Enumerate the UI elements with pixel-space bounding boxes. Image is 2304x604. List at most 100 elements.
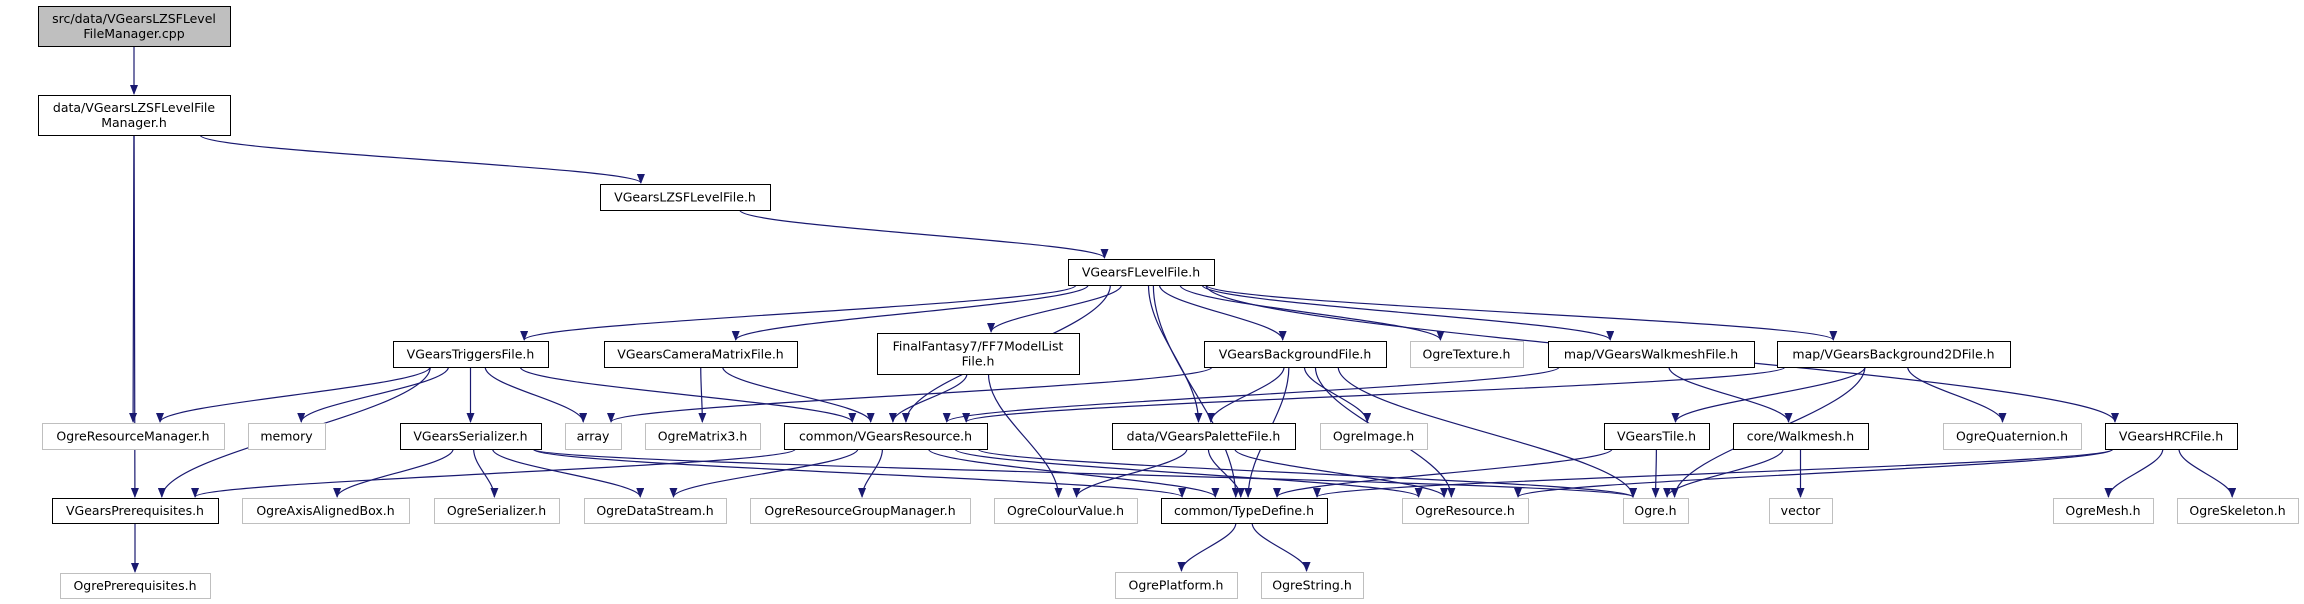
node-box xyxy=(248,423,326,450)
node-box xyxy=(2177,498,2299,524)
edge-vgearsbackgroundfile-h-to-ogre-h xyxy=(1337,366,1637,498)
node-core-walkmesh-h[interactable]: core/Walkmesh.h xyxy=(1733,423,1869,450)
node-box[interactable] xyxy=(604,341,798,368)
node-vgearslzsflevelfile-h[interactable]: VGearsLZSFLevelFile.h xyxy=(600,184,771,211)
edge-vgearstriggersfile-h-to-common-vgearsresource-h xyxy=(519,366,857,423)
edge-vgearshrcfile-h-to-ogreskeleton-h xyxy=(2178,448,2237,498)
node-vgearsflevelfile-h[interactable]: VGearsFLevelFile.h xyxy=(1068,259,1215,286)
edge-vgearsflevelfile-h-to-vgearstriggersfile-h xyxy=(520,284,1077,341)
node-box[interactable] xyxy=(600,184,771,211)
node-ogreprerequisites-h: OgrePrerequisites.h xyxy=(60,573,211,599)
node-box[interactable] xyxy=(400,423,542,450)
node-common-typedefine-h[interactable]: common/TypeDefine.h xyxy=(1161,498,1328,524)
node-vgearstile-h[interactable]: VGearsTile.h xyxy=(1604,423,1710,450)
node-ogreresource-h: OgreResource.h xyxy=(1402,498,1529,524)
edge-map-vgearswalkmeshfile-h-to-core-walkmesh-h xyxy=(1668,366,1793,423)
node-box[interactable] xyxy=(1068,259,1215,286)
node-label: data/VGearsLZSFLevelFile xyxy=(53,100,215,115)
edge-vgearsbackgroundfile-h-to-data-vgearspalettefile-h xyxy=(1206,366,1285,423)
node-label: OgreResourceGroupManager.h xyxy=(764,503,955,518)
node-label: OgreSerializer.h xyxy=(447,503,546,518)
node-box xyxy=(645,423,761,450)
node-memory: memory xyxy=(248,423,326,450)
node-box[interactable] xyxy=(1777,341,2011,368)
node-vgearshrcfile-h[interactable]: VGearsHRCFile.h xyxy=(2105,423,2238,450)
node-label: src/data/VGearsLZSFLevel xyxy=(52,11,216,26)
edge-vgearshrcfile-h-to-common-typedefine-h xyxy=(1313,448,2114,498)
node-label: map/VGearsBackground2DFile.h xyxy=(1792,347,1994,362)
edge-common-vgearsresource-h-to-ogre-h xyxy=(977,448,1637,498)
node-label: data/VGearsPaletteFile.h xyxy=(1127,429,1281,444)
node-label: memory xyxy=(260,429,313,444)
node-ogrematrix3-h: OgreMatrix3.h xyxy=(645,423,761,450)
node-ogredatastream-h: OgreDataStream.h xyxy=(584,498,727,524)
node-vgearsbackgroundfile-h[interactable]: VGearsBackgroundFile.h xyxy=(1204,341,1387,368)
node-label: OgreSkeleton.h xyxy=(2189,503,2285,518)
node-box xyxy=(584,498,727,524)
node-map-vgearsbackground2dfile-h[interactable]: map/VGearsBackground2DFile.h xyxy=(1777,341,2011,368)
node-box xyxy=(1320,423,1428,450)
edge-vgearstile-h-to-common-typedefine-h xyxy=(1273,448,1613,498)
node-label: OgrePlatform.h xyxy=(1129,578,1224,593)
node-common-vgearsresource-h[interactable]: common/VGearsResource.h xyxy=(784,423,988,450)
node-box[interactable] xyxy=(784,423,988,450)
node-label: Ogre.h xyxy=(1634,503,1676,518)
node-label: OgreImage.h xyxy=(1333,429,1414,444)
node-ogrequaternion-h: OgreQuaternion.h xyxy=(1943,423,2082,450)
edge-vgearsflevelfile-h-to-finalfantasy7-ff7modellistfile-h xyxy=(987,284,1123,333)
node-label: FileManager.cpp xyxy=(83,26,184,41)
node-box[interactable] xyxy=(1604,423,1710,450)
node-box xyxy=(1623,498,1689,524)
node-label: VGearsPrerequisites.h xyxy=(66,503,204,518)
node-vgearsserializer-h[interactable]: VGearsSerializer.h xyxy=(400,423,542,450)
node-vgearscameramatrixfile-h[interactable]: VGearsCameraMatrixFile.h xyxy=(604,341,798,368)
node-data-vgearspalettefile-h[interactable]: data/VGearsPaletteFile.h xyxy=(1112,423,1296,450)
node-box[interactable] xyxy=(393,341,549,368)
edge-vgearscameramatrixfile-h-to-common-vgearsresource-h xyxy=(722,366,875,423)
node-vgearsprerequisites-h[interactable]: VGearsPrerequisites.h xyxy=(52,498,219,524)
edge-common-vgearsresource-h-to-common-typedefine-h xyxy=(927,448,1220,498)
node-box[interactable] xyxy=(1112,423,1296,450)
edge-common-typedefine-h-to-ogrestring-h xyxy=(1251,522,1311,572)
node-label: VGearsTile.h xyxy=(1617,429,1696,444)
edge-finalfantasy7-ff7modellistfile-h-to-ogrecolourvalue-h xyxy=(987,373,1063,498)
node-box[interactable] xyxy=(877,333,1080,375)
edge-map-vgearsbackground2dfile-h-to-common-vgearsresource-h xyxy=(962,366,1786,423)
edge-vgearstile-h-to-ogre-h xyxy=(1651,448,1660,498)
node-box xyxy=(1115,572,1238,599)
edge-vgearsflevelfile-h-to-common-typedefine-h xyxy=(1152,284,1240,498)
node-box[interactable] xyxy=(1548,341,1755,368)
node-box[interactable] xyxy=(1161,498,1328,524)
edge-common-vgearsresource-h-to-ogreresource-h xyxy=(954,448,1423,498)
node-box[interactable] xyxy=(1204,341,1387,368)
edges-layer xyxy=(129,46,2237,573)
edge-data-vgearslzsflevelfilemanager-h-to-vgearslzsflevelfile-h xyxy=(199,134,645,184)
node-ogreskeleton-h: OgreSkeleton.h xyxy=(2177,498,2299,524)
node-vector: vector xyxy=(1769,498,1833,524)
node-ogreaxisalignedbox-h: OgreAxisAlignedBox.h xyxy=(242,498,410,524)
node-label: core/Walkmesh.h xyxy=(1747,429,1854,444)
node-label: VGearsSerializer.h xyxy=(413,429,527,444)
node-box xyxy=(2053,498,2154,524)
node-label: array xyxy=(577,429,610,444)
edge-vgearsbackgroundfile-h-to-ogreimage-h xyxy=(1303,366,1372,423)
node-box[interactable] xyxy=(1733,423,1869,450)
node-label: OgreResource.h xyxy=(1415,503,1515,518)
node-array: array xyxy=(565,423,622,450)
edge-data-vgearspalettefile-h-to-common-typedefine-h xyxy=(1207,448,1245,498)
node-box[interactable] xyxy=(2105,423,2238,450)
node-map-vgearswalkmeshfile-h[interactable]: map/VGearsWalkmeshFile.h xyxy=(1548,341,1755,368)
edge-map-vgearsbackground2dfile-h-to-ogrequaternion-h xyxy=(1907,366,2007,423)
edge-map-vgearswalkmeshfile-h-to-common-vgearsresource-h xyxy=(943,366,1560,423)
node-ogreimage-h: OgreImage.h xyxy=(1320,423,1428,450)
node-vgearstriggersfile-h[interactable]: VGearsTriggersFile.h xyxy=(393,341,549,368)
edge-vgearsserializer-h-to-ogre-h xyxy=(532,448,1637,498)
node-box[interactable] xyxy=(38,95,231,136)
node-box[interactable] xyxy=(52,498,219,524)
edge-data-vgearspalettefile-h-to-ogreresource-h xyxy=(1234,448,1448,498)
